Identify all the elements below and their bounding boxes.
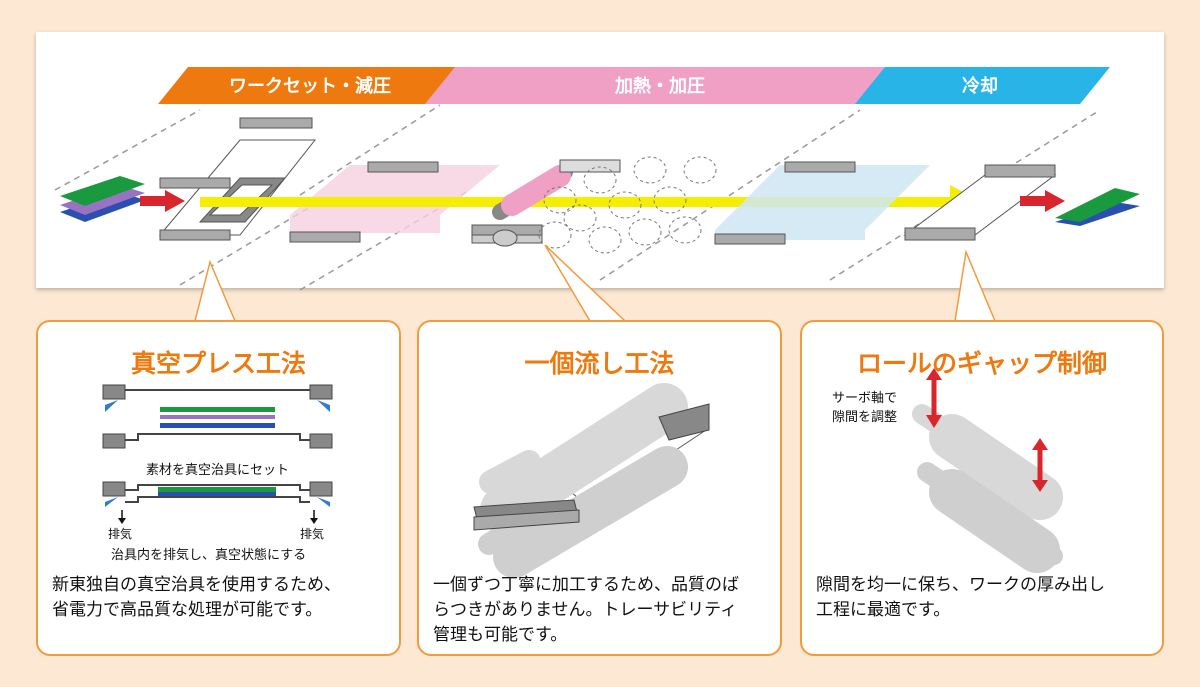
roller-press-diagram (473, 383, 710, 578)
stage-label-heat-press: 加熱・加圧 (614, 75, 705, 97)
body-line-3: 管理も可能です。 (433, 625, 568, 645)
body-line-1: 新東独自の真空治具を使用するため、 (52, 575, 341, 595)
output-jig (903, 164, 1057, 241)
callout-title: 真空プレス工法 (130, 349, 306, 378)
body-line-2: 省電力で高品質な処理が可能です。 (52, 600, 323, 620)
callout-vacuum-press: 真空プレス工法 素材を真空治具にセット 排気 排気 治具内を排気し、真空状態にす… (36, 320, 401, 656)
roll-press (471, 159, 621, 247)
exhaust-left-label: 排気 (108, 527, 133, 541)
callout-single-piece-flow: 一個流し工法 一個ずつ丁寧に加工するため、品質のば らつきがありません。トレーサ… (417, 320, 782, 656)
stage-label-cool: 冷却 (962, 75, 998, 97)
stage-banner-heat-press (425, 67, 898, 104)
stage-banner-work-set (158, 67, 468, 104)
vacuum-jig (158, 117, 317, 241)
flow-arrow (200, 185, 982, 218)
callout-pointers (194, 244, 997, 322)
caption-set-material: 素材を真空治具にセット (146, 463, 290, 478)
vacuum-press-diagram (102, 384, 333, 524)
servo-label-line-2: 隙間を調整 (832, 410, 898, 425)
input-arrow (140, 190, 185, 212)
callout-body: 新東独自の真空治具を使用するため、 省電力で高品質な処理が可能です。 (52, 573, 389, 623)
servo-label-line-1: サーボ軸で (832, 391, 898, 406)
roll-traces (538, 156, 717, 254)
exhaust-right-label: 排気 (300, 527, 325, 541)
callout-body: 一個ずつ丁寧に加工するため、品質のば らつきがありません。トレーサビリティ 管理… (433, 573, 770, 648)
stage-banner-cool (855, 67, 1110, 104)
stage-label-work-set: ワークセット・減圧 (229, 75, 391, 97)
body-line-2: らつきがありません。トレーサビリティ (433, 600, 738, 620)
roll-gap-diagram (912, 368, 1063, 573)
cooling-block (714, 161, 930, 245)
caption-evacuate: 治具内を排気し、真空状態にする (111, 548, 307, 563)
callout-title: 一個流し工法 (524, 349, 675, 378)
output-arrow (1020, 190, 1065, 212)
input-material-stack (60, 176, 145, 222)
callout-body: 隙間を均一に保ち、ワークの厚み出し 工程に最適です。 (816, 573, 1152, 623)
callout-title: ロールのギャップ制御 (856, 349, 1107, 378)
body-line-2: 工程に最適です。 (816, 600, 951, 620)
callout-roll-gap-control: ロールのギャップ制御 サーボ軸で 隙間を調整 隙間を均一に保ち、ワークの厚み出し… (800, 320, 1164, 656)
body-line-1: 隙間を均一に保ち、ワークの厚み出し (816, 575, 1105, 595)
body-line-1: 一個ずつ丁寧に加工するため、品質のば (433, 575, 739, 595)
output-material-stack (1055, 188, 1140, 226)
